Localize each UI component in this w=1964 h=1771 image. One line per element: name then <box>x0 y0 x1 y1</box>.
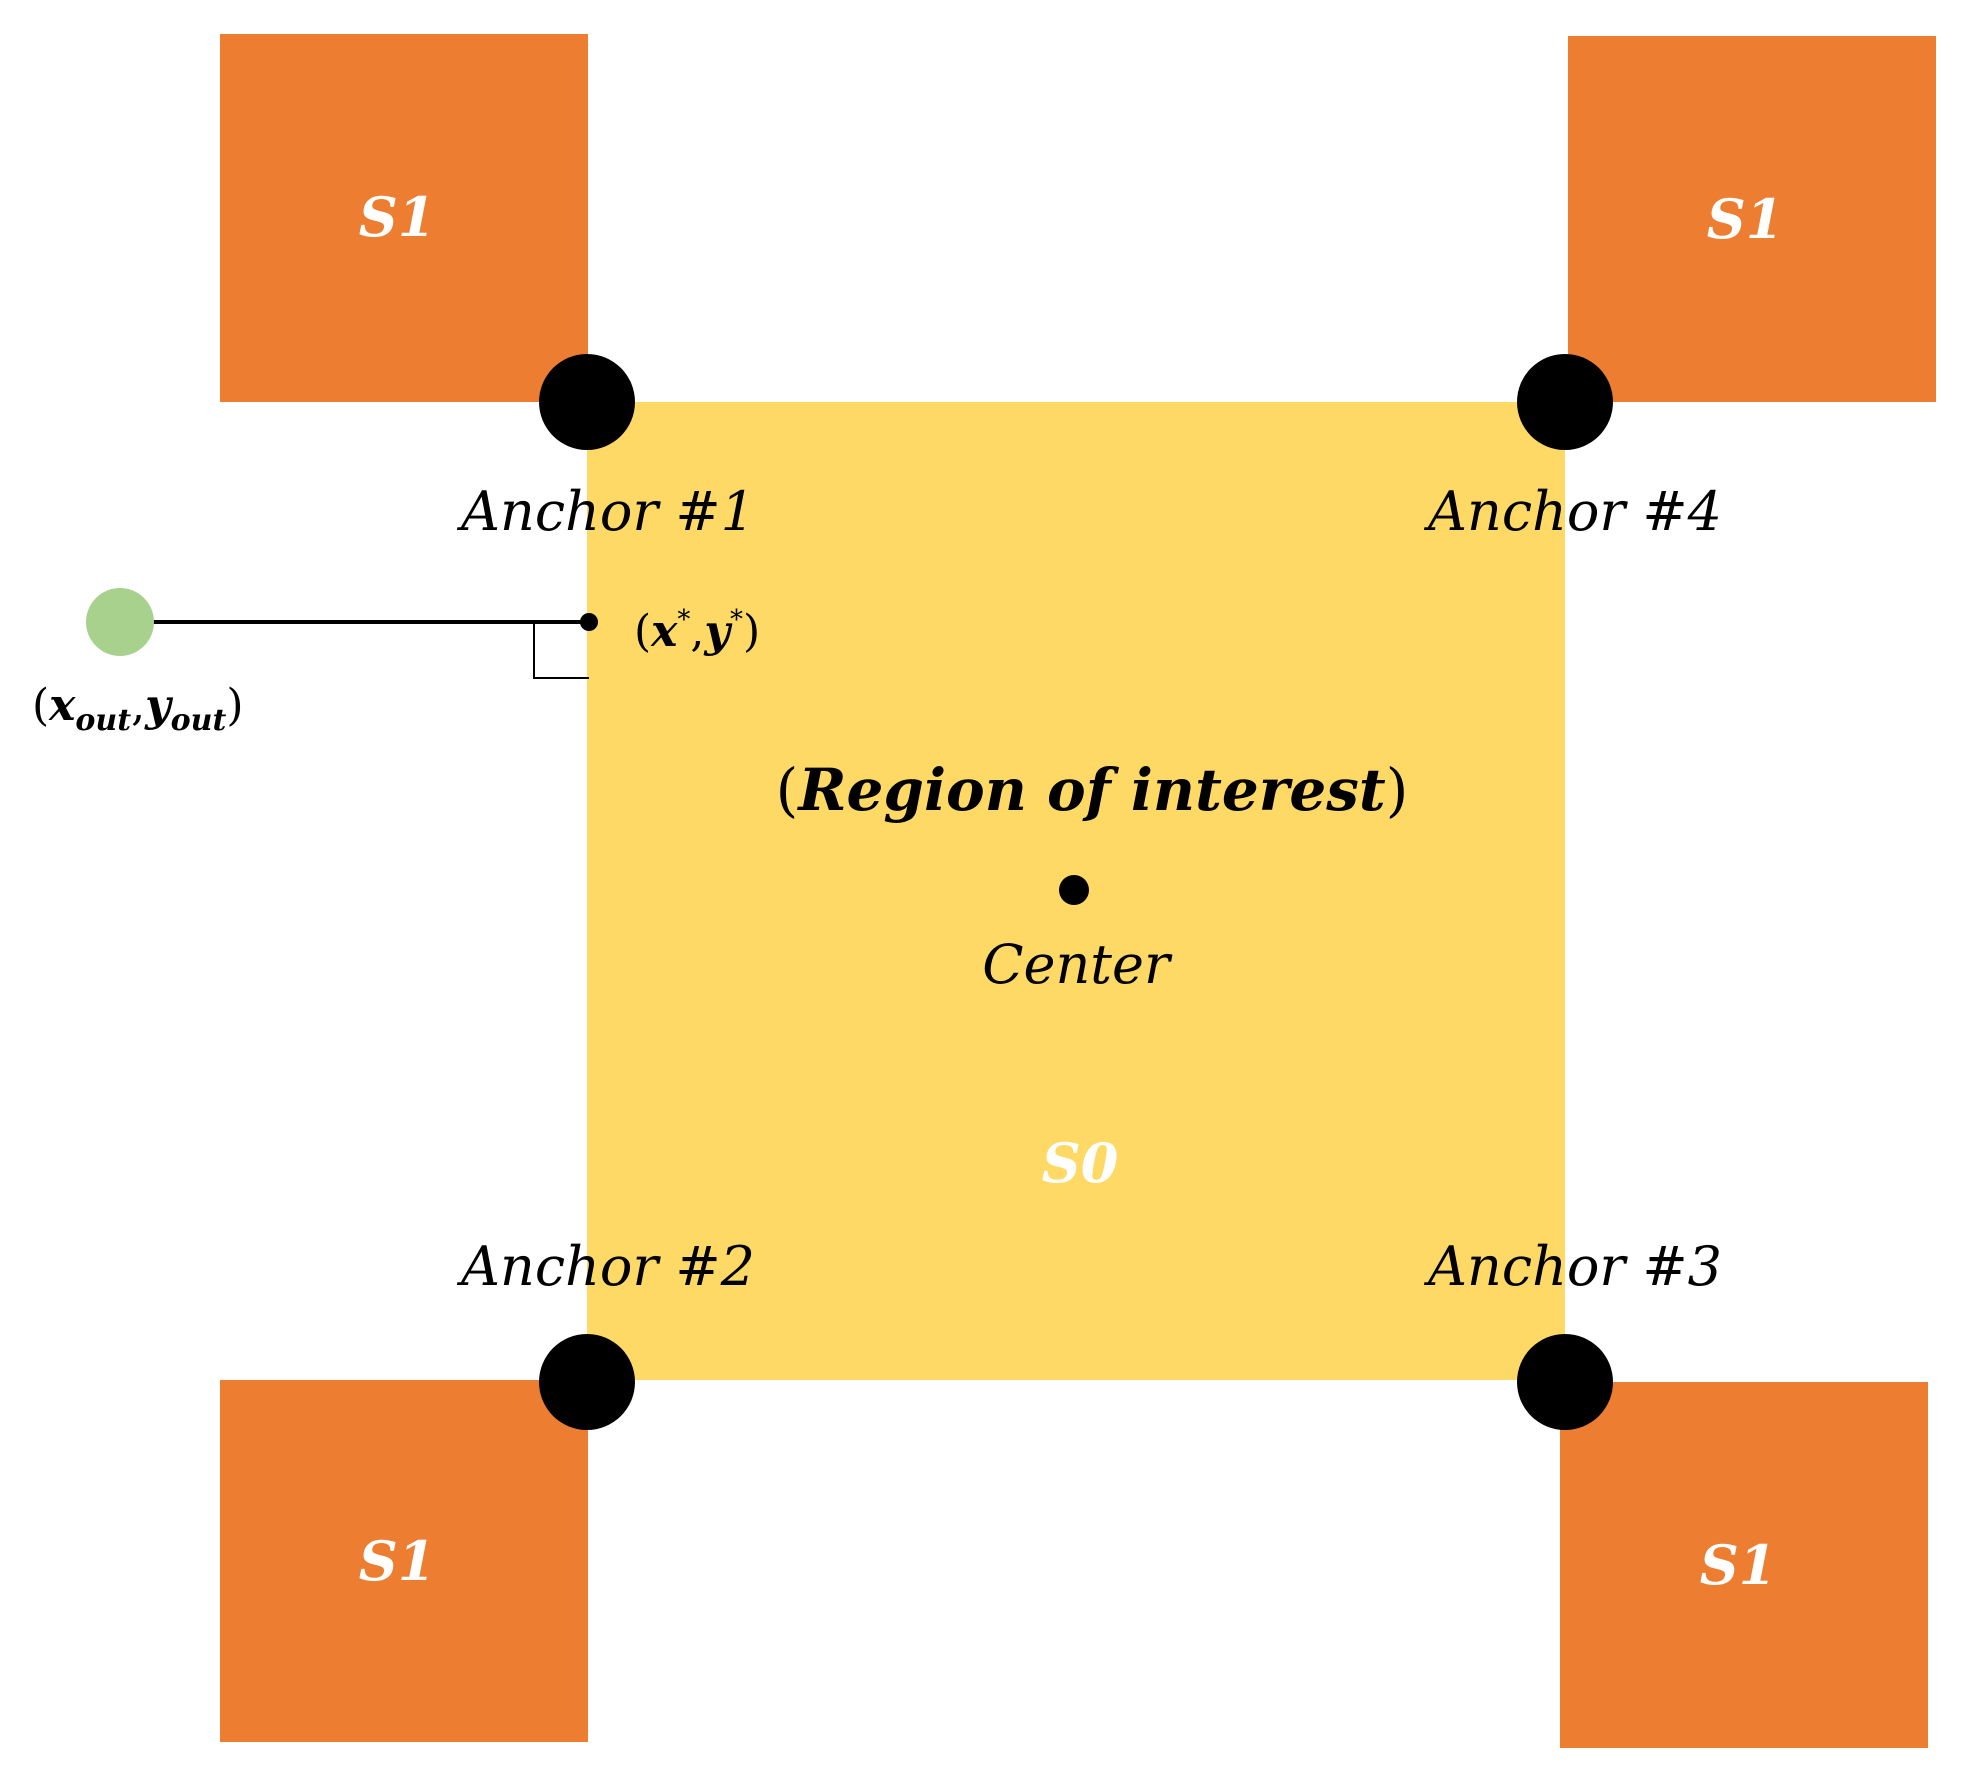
out-x: x <box>48 680 76 731</box>
anchor-dot-1 <box>539 354 635 450</box>
center-label: Center <box>982 933 1173 996</box>
s0-label: S0 <box>1042 1131 1119 1195</box>
star-open: ( <box>634 606 651 657</box>
outside-point-label: (xout,yout) <box>32 680 244 738</box>
region-title-text: Region of interest <box>796 756 1386 824</box>
anchor-label-3: Anchor #3 <box>1423 1235 1722 1298</box>
anchor-label-4: Anchor #4 <box>1423 480 1722 543</box>
right-angle-marker <box>533 622 589 679</box>
region-title-close: ) <box>1386 756 1409 824</box>
anchor-dot-2 <box>539 1334 635 1430</box>
projected-point-label: (x*,y*) <box>634 605 760 657</box>
out-x-sub: out <box>75 703 131 738</box>
anchor-dot-4 <box>1517 354 1613 450</box>
region-s1-bottom-left <box>220 1380 588 1742</box>
center-dot <box>1059 875 1089 905</box>
s1-label-bottom-left: S1 <box>359 1529 436 1593</box>
out-close: ) <box>226 680 243 731</box>
s1-label-bottom-right: S1 <box>1700 1533 1777 1597</box>
region-title-open: ( <box>776 756 799 824</box>
region-title: (Region of interest) <box>776 756 1409 824</box>
star-close: ) <box>743 606 760 657</box>
anchor-label-2: Anchor #2 <box>456 1235 755 1298</box>
region-s1-top-left <box>220 34 588 402</box>
region-s1-top-right <box>1568 36 1936 402</box>
out-comma: , <box>131 680 145 731</box>
region-s1-bottom-right <box>1560 1382 1928 1748</box>
s1-label-top-right: S1 <box>1707 187 1784 251</box>
anchor-label-1: Anchor #1 <box>456 480 755 543</box>
star-y: y <box>703 606 733 657</box>
s1-label-top-left: S1 <box>359 185 436 249</box>
outside-point <box>86 588 154 656</box>
anchor-dot-3 <box>1517 1334 1613 1430</box>
projected-point <box>580 613 598 631</box>
star-comma: , <box>690 606 704 657</box>
star-x-sup: * <box>677 605 690 635</box>
out-y: y <box>144 680 174 731</box>
out-y-sub: out <box>171 703 227 738</box>
star-y-sup: * <box>730 605 743 635</box>
star-x: x <box>650 606 678 657</box>
out-open: ( <box>32 680 49 731</box>
